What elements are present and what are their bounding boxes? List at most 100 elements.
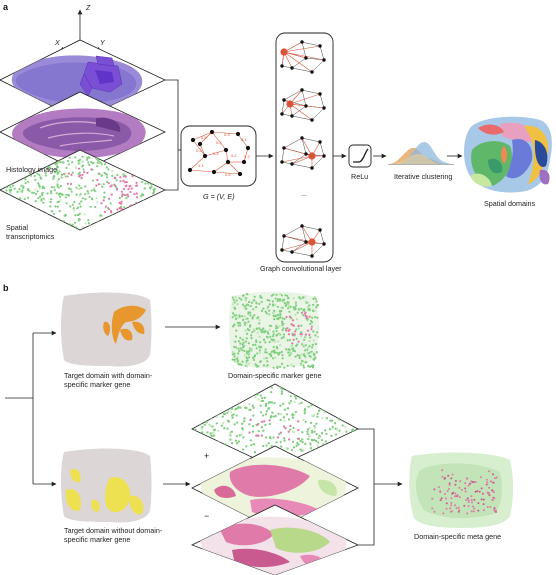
graph-formula: G = (V, E) bbox=[203, 192, 235, 201]
gcn-node bbox=[300, 136, 304, 140]
target-with-label-line2: specific marker gene bbox=[64, 380, 131, 389]
gcn-edge bbox=[283, 225, 303, 237]
gcn-node bbox=[310, 166, 314, 170]
panel-label-b: b bbox=[3, 283, 9, 293]
gcn-node bbox=[280, 160, 284, 164]
gcn-edge bbox=[311, 243, 325, 257]
gcn-hub-edge bbox=[289, 103, 313, 121]
gcn-edge bbox=[319, 93, 325, 109]
histology-image-label: Histology image bbox=[6, 165, 58, 174]
gcn-hub-edge bbox=[289, 93, 321, 105]
gcn-hub-node bbox=[308, 238, 316, 246]
gcn-ellipsis: ... bbox=[301, 189, 307, 198]
gcn-node bbox=[280, 112, 284, 116]
gcn-hub-edge bbox=[283, 51, 313, 73]
graph-node bbox=[202, 153, 208, 159]
gcn-edge bbox=[301, 137, 321, 143]
graph-node bbox=[235, 131, 241, 137]
edge-weight: 0.3 bbox=[244, 154, 250, 159]
axis-label-y: Y bbox=[100, 40, 105, 47]
graph-edge bbox=[211, 131, 239, 135]
gcn-graphs bbox=[280, 40, 326, 258]
gcn-node bbox=[310, 118, 314, 122]
axis-label-x: X bbox=[55, 40, 60, 47]
target-without-label-line2: specific marker gene bbox=[64, 535, 131, 544]
target-domain-without-marker-map bbox=[61, 448, 152, 523]
relu-curve-icon bbox=[353, 148, 369, 163]
graph-edge bbox=[243, 147, 249, 163]
panel-label-a: a bbox=[3, 2, 9, 12]
edge-weight: 0.3 bbox=[216, 140, 222, 145]
gcn-node bbox=[304, 104, 308, 108]
marker-gene-label: Domain-specific marker gene bbox=[228, 371, 322, 380]
gcn-node bbox=[282, 98, 286, 102]
edge-weight: 0.3 bbox=[224, 132, 230, 137]
relu-label: ReLu bbox=[351, 172, 369, 181]
edge-weight: 0.2 bbox=[231, 153, 237, 158]
gcn-node bbox=[300, 40, 304, 44]
gcn-node bbox=[322, 106, 326, 110]
gcn-node bbox=[318, 44, 322, 48]
gcn-edge bbox=[291, 105, 307, 117]
gcn-node bbox=[282, 146, 286, 150]
gcn-edge bbox=[291, 67, 313, 73]
gcn-column bbox=[275, 32, 334, 263]
graph-edge bbox=[227, 161, 241, 175]
combination-stack bbox=[190, 383, 360, 575]
gcn-node bbox=[322, 154, 326, 158]
graph-node bbox=[245, 145, 251, 151]
gcn-node bbox=[300, 88, 304, 92]
gcn-edge bbox=[301, 137, 307, 155]
gcn-hub-edge bbox=[281, 155, 313, 163]
gcn-node bbox=[282, 234, 286, 238]
graph-node bbox=[197, 141, 203, 147]
gcn-edge bbox=[283, 137, 303, 149]
graph-edge bbox=[213, 171, 241, 175]
gcn-edge bbox=[311, 107, 325, 121]
target-with-label-line1: Target domain with domain- bbox=[64, 371, 153, 380]
gcn-node bbox=[310, 70, 314, 74]
graph-node bbox=[223, 147, 229, 153]
gcn-label: Graph convolutional layer bbox=[260, 264, 342, 273]
panel-b-arrows bbox=[5, 324, 403, 546]
connector-bracket bbox=[165, 79, 179, 191]
gcn-edge bbox=[301, 89, 307, 107]
graph-edge bbox=[189, 155, 206, 171]
gcn-edge bbox=[291, 115, 313, 121]
gcn-node bbox=[322, 242, 326, 246]
gcn-hub-node bbox=[286, 100, 294, 108]
edge-weight: 0.5 bbox=[201, 135, 207, 140]
gcn-edge bbox=[319, 45, 325, 61]
graph-edge bbox=[213, 161, 229, 173]
gcn-node bbox=[290, 114, 294, 118]
graph-edge bbox=[211, 131, 227, 151]
gcn-node bbox=[318, 140, 322, 144]
clustering-curves-icon bbox=[388, 142, 454, 165]
gcn-hub-edge bbox=[283, 45, 321, 53]
gcn-edge bbox=[319, 229, 325, 245]
gcn-hub-edge bbox=[283, 51, 325, 61]
graph-edge bbox=[204, 149, 227, 157]
meta-gene-map bbox=[409, 452, 513, 528]
graph-node bbox=[187, 167, 193, 173]
edge-weight: 0.2 bbox=[196, 148, 202, 153]
target-domain-with-marker-map bbox=[61, 292, 152, 367]
meta-gene-label: Domain-specific meta gene bbox=[414, 532, 502, 541]
spatial-domains-label: Spatial domains bbox=[484, 199, 536, 208]
gcn-edge bbox=[283, 99, 307, 107]
st-spots bbox=[5, 155, 157, 229]
gcn-edge bbox=[291, 251, 313, 257]
gcn-edge bbox=[301, 41, 307, 59]
minus-sign: − bbox=[204, 511, 210, 521]
clustering-label: Iterative clustering bbox=[394, 172, 453, 181]
gcn-node bbox=[290, 250, 294, 254]
gcn-edge bbox=[281, 99, 285, 115]
graph-edge bbox=[199, 131, 213, 145]
axis-label-z: Z bbox=[86, 5, 91, 12]
edge-weight: 0.5 bbox=[225, 172, 231, 177]
gcn-edge bbox=[301, 41, 321, 47]
gcn-node bbox=[318, 92, 322, 96]
